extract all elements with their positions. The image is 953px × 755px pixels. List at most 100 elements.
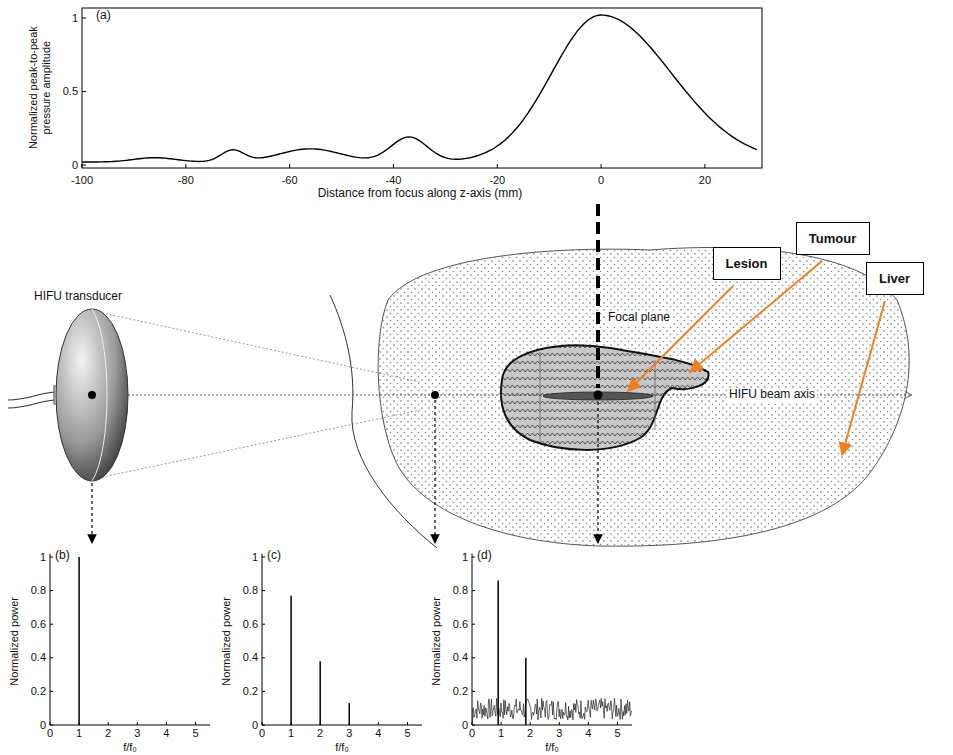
tick bbox=[530, 722, 531, 725]
cable bbox=[8, 392, 56, 400]
tick bbox=[262, 657, 265, 658]
label: 2 bbox=[527, 727, 533, 740]
tick bbox=[407, 722, 408, 725]
label: 0 bbox=[598, 174, 604, 187]
label: 0.4 bbox=[453, 651, 468, 664]
label: 2 bbox=[317, 727, 323, 740]
plot-ticks bbox=[82, 18, 705, 168]
label: f/f₀ bbox=[123, 741, 137, 754]
label: 1 bbox=[72, 12, 78, 25]
label: 0 bbox=[469, 727, 475, 740]
focus-dashed-line bbox=[596, 204, 600, 388]
harmonic-line bbox=[497, 581, 499, 725]
tick bbox=[393, 164, 394, 168]
spectrum-axes bbox=[50, 554, 210, 725]
pointer-arrow bbox=[597, 402, 598, 543]
harmonic-line bbox=[78, 557, 80, 725]
callout-text: Lesion bbox=[726, 256, 768, 271]
harmonic-line bbox=[290, 596, 292, 725]
label: 0.2 bbox=[243, 685, 258, 698]
liver-outline bbox=[378, 248, 909, 547]
label: 0.8 bbox=[453, 584, 468, 597]
callout-box: Tumour bbox=[796, 222, 870, 255]
label: -40 bbox=[385, 174, 401, 187]
label: Normalized power bbox=[220, 597, 233, 686]
tick bbox=[50, 624, 53, 625]
tick bbox=[262, 725, 265, 726]
label: 0.5 bbox=[63, 85, 78, 98]
tick bbox=[137, 722, 138, 725]
label: (a) bbox=[96, 9, 111, 23]
label: 0.8 bbox=[31, 584, 46, 597]
tick bbox=[262, 624, 265, 625]
label: 0 bbox=[40, 719, 46, 732]
label: 1 bbox=[40, 551, 46, 564]
label: 0.4 bbox=[31, 651, 46, 664]
label: f/f₀ bbox=[545, 741, 559, 754]
plot-frame bbox=[82, 8, 762, 168]
tick bbox=[617, 722, 618, 725]
tick bbox=[472, 557, 475, 558]
label: 4 bbox=[375, 727, 381, 740]
label: 0.6 bbox=[243, 618, 258, 631]
label: 2 bbox=[105, 727, 111, 740]
tick bbox=[262, 691, 265, 692]
tumour-outline bbox=[501, 345, 709, 450]
tick bbox=[497, 164, 498, 168]
tick bbox=[588, 722, 589, 725]
pointer-arrow bbox=[434, 400, 435, 543]
tumour-line bbox=[655, 360, 656, 430]
tick bbox=[166, 722, 167, 725]
tick bbox=[472, 624, 475, 625]
tick bbox=[559, 722, 560, 725]
label: 1 bbox=[252, 551, 258, 564]
tick bbox=[601, 164, 602, 168]
label: -80 bbox=[178, 174, 194, 187]
label: 5 bbox=[614, 727, 620, 740]
tick bbox=[501, 722, 502, 725]
beam-edge bbox=[98, 312, 420, 382]
tick bbox=[82, 18, 86, 19]
label: 0 bbox=[462, 719, 468, 732]
focus-dot bbox=[88, 391, 96, 399]
label: 0 bbox=[252, 719, 258, 732]
tick bbox=[108, 722, 109, 725]
cable bbox=[8, 400, 56, 408]
label: Normalized power bbox=[430, 597, 443, 686]
noise-floor bbox=[473, 698, 632, 725]
beam-edge bbox=[98, 410, 420, 478]
label: Distance from focus along z-axis (mm) bbox=[318, 187, 523, 201]
callout-box: Liver bbox=[866, 262, 924, 295]
tick bbox=[289, 164, 290, 168]
callout-box: Lesion bbox=[713, 247, 781, 280]
label: 0 bbox=[47, 727, 53, 740]
label: 3 bbox=[556, 727, 562, 740]
label: 4 bbox=[163, 727, 169, 740]
skin-dot bbox=[431, 391, 439, 399]
label: 0.6 bbox=[453, 618, 468, 631]
label: 5 bbox=[192, 727, 198, 740]
tick bbox=[50, 657, 53, 658]
callout-leader bbox=[842, 301, 885, 455]
hifu-transducer bbox=[56, 309, 128, 481]
focus-dot bbox=[594, 391, 603, 400]
pointer-arrow bbox=[91, 483, 92, 543]
label: 0 bbox=[259, 727, 265, 740]
label: 1 bbox=[498, 727, 504, 740]
label: 0.8 bbox=[243, 584, 258, 597]
tick bbox=[704, 164, 705, 168]
label: (c) bbox=[267, 549, 281, 563]
harmonic-line bbox=[349, 703, 351, 725]
label: -20 bbox=[489, 174, 505, 187]
tumour-line bbox=[540, 352, 541, 442]
tick bbox=[472, 657, 475, 658]
label: -60 bbox=[282, 174, 298, 187]
tick bbox=[472, 590, 475, 591]
tick bbox=[472, 691, 475, 692]
label: 1 bbox=[76, 727, 82, 740]
tick bbox=[50, 590, 53, 591]
label: Normalized peak-to-peak pressure amplitu… bbox=[27, 13, 52, 163]
label: 3 bbox=[134, 727, 140, 740]
spectra bbox=[50, 554, 632, 725]
label: Normalized power bbox=[8, 597, 21, 686]
